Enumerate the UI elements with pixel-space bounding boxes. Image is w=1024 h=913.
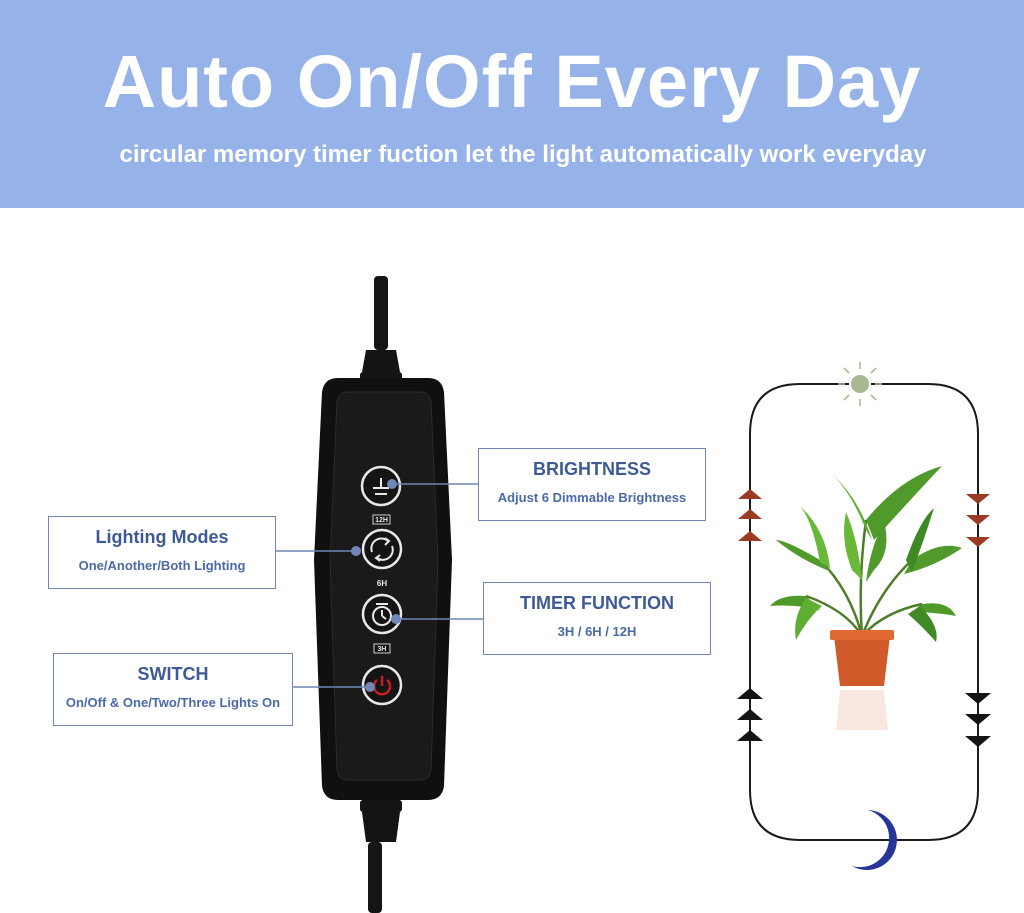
- label-12h: 12H: [375, 517, 388, 524]
- brightness-desc: Adjust 6 Dimmable Brightness: [497, 490, 687, 505]
- arrows-day-left: [738, 489, 762, 541]
- arrows-day-right: [966, 494, 990, 547]
- leader-lines: [276, 479, 483, 692]
- cycle-arrows-icon: [370, 537, 394, 562]
- modes-callout: Lighting Modes One/Another/Both Lighting: [48, 516, 276, 589]
- page-subtitle: circular memory timer fuction let the li…: [119, 141, 927, 168]
- label-3h: 3H: [378, 646, 387, 653]
- switch-button[interactable]: [361, 664, 403, 706]
- timer-desc: 3H / 6H / 12H: [557, 624, 637, 639]
- clock-icon: [372, 603, 392, 626]
- modes-desc: One/Another/Both Lighting: [78, 558, 246, 573]
- label-6h: 6H: [377, 579, 387, 588]
- brightness-button[interactable]: [360, 465, 402, 507]
- page-title: Auto On/Off Every Day: [102, 40, 922, 123]
- header-banner: Auto On/Off Every Day circular memory ti…: [0, 0, 1024, 208]
- plant-icon: [770, 466, 962, 730]
- brightness-icon: [373, 478, 389, 495]
- brightness-callout: BRIGHTNESS Adjust 6 Dimmable Brightness: [478, 448, 706, 521]
- cycle-loop: [749, 383, 979, 841]
- mode-button[interactable]: [361, 528, 403, 570]
- modes-title: Lighting Modes: [95, 527, 229, 547]
- sun-icon: [838, 362, 882, 406]
- power-icon: [372, 676, 392, 696]
- arrows-night-right: [965, 693, 991, 747]
- controller: [314, 378, 452, 800]
- arrows-night-left: [737, 688, 763, 741]
- switch-callout: SWITCH On/Off & One/Two/Three Lights On: [53, 653, 293, 726]
- switch-title: SWITCH: [137, 664, 209, 684]
- timer-callout: TIMER FUNCTION 3H / 6H / 12H: [483, 582, 711, 655]
- switch-desc: On/Off & One/Two/Three Lights On: [65, 695, 281, 710]
- brightness-title: BRIGHTNESS: [532, 459, 651, 479]
- button-labels: 12H 6H 3H: [372, 514, 391, 654]
- timer-button[interactable]: [361, 593, 403, 635]
- moon-icon: [852, 810, 897, 870]
- timer-title: TIMER FUNCTION: [520, 593, 674, 613]
